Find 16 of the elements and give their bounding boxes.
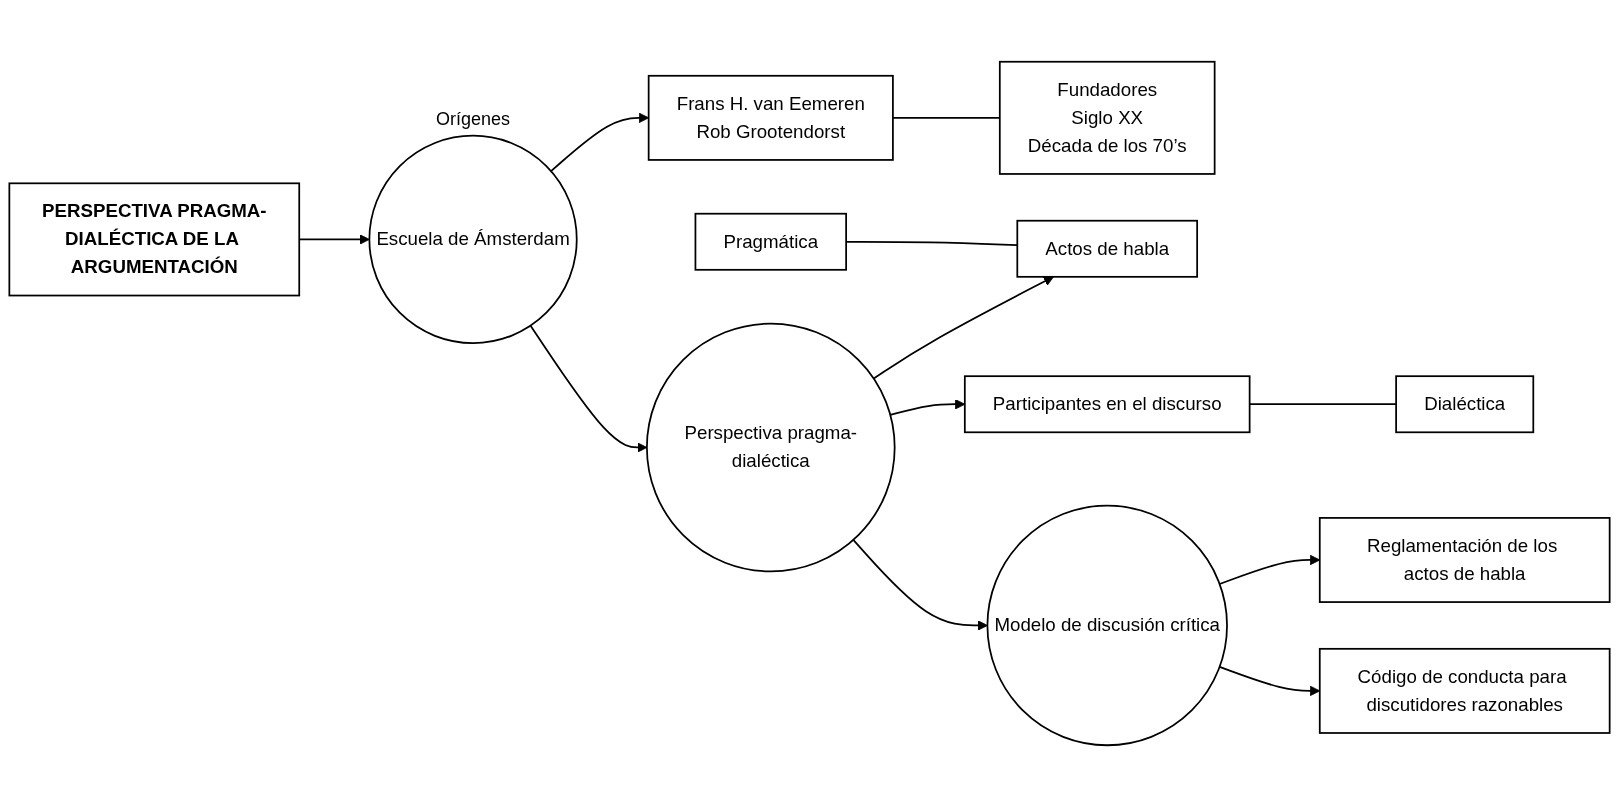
text-box: Frans H. van Eemeren Rob Grootendorst [647,74,894,161]
ellipse-node: Modelo de discusión crítica [986,504,1228,747]
text-box: Participantes en el discurso [963,375,1251,434]
arrow [872,276,1054,380]
text-box: Fundadores Siglo XX Década de los 70’s [998,60,1216,175]
text-box: Reglamentación de los actos de habla [1318,517,1611,603]
text-box: Código de conducta para discutidores razonables [1318,647,1611,734]
ellipse-node: Perspectiva pragma-dialéctica [646,322,896,573]
text-box: Pragmática [694,212,847,271]
text-box: PERSPECTIVA PRAGMA-DIALÉCTICA DE LA ARGUMENTACIÓN [8,182,301,297]
ellipse-node: Escuela de Ámsterdam [368,134,578,344]
node-caption: Orígenes [436,108,511,130]
arrow [852,539,988,631]
arrow [529,324,648,453]
text-box: Actos de habla [1016,219,1199,278]
text-box: Dialéctica [1395,375,1535,434]
